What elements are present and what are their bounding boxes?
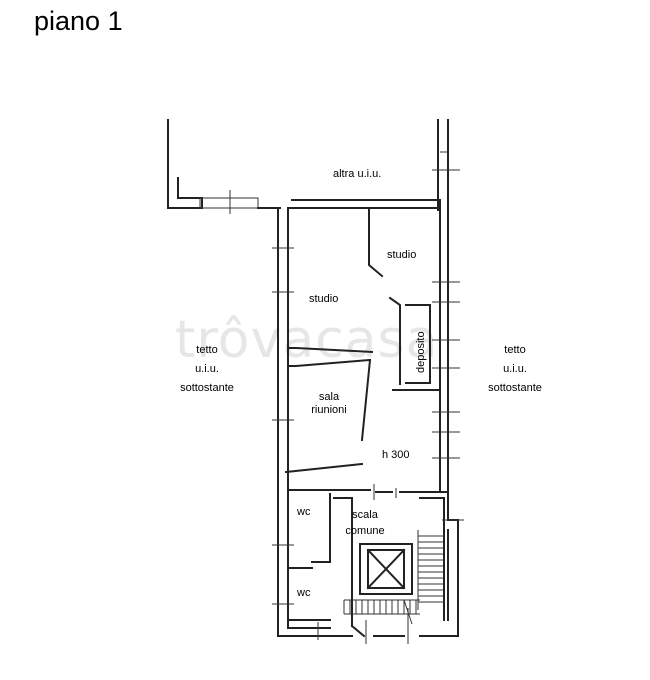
- label-scala: scala: [352, 509, 379, 521]
- walls: [167, 119, 459, 638]
- label-deposito: deposito: [415, 331, 427, 373]
- label-height: h 300: [382, 449, 410, 461]
- label-tetto-right: tetto: [504, 344, 525, 356]
- label-wc-top: wc: [296, 506, 311, 518]
- window-marks: [199, 151, 464, 644]
- label-sottostante-left: sottostante: [180, 382, 234, 394]
- label-uiu-left: u.i.u.: [195, 363, 219, 375]
- label-riunioni: riunioni: [311, 404, 346, 416]
- label-wc-bottom: wc: [296, 587, 311, 599]
- watermark-logo: trôvacasa: [175, 310, 439, 370]
- label-sottostante-right: sottostante: [488, 382, 542, 394]
- label-uiu-right: u.i.u.: [503, 363, 527, 375]
- label-tetto-left: tetto: [196, 344, 217, 356]
- label-comune: comune: [345, 525, 384, 537]
- label-studio-left: studio: [309, 293, 338, 305]
- label-altra-uiu: altra u.i.u.: [333, 168, 381, 180]
- label-sala: sala: [319, 391, 340, 403]
- room-labels: altra u.i.u. studio studio deposito sala…: [180, 168, 542, 599]
- plan-title: piano 1: [34, 6, 123, 36]
- stair-treads: [343, 530, 444, 625]
- label-studio-right: studio: [387, 249, 416, 261]
